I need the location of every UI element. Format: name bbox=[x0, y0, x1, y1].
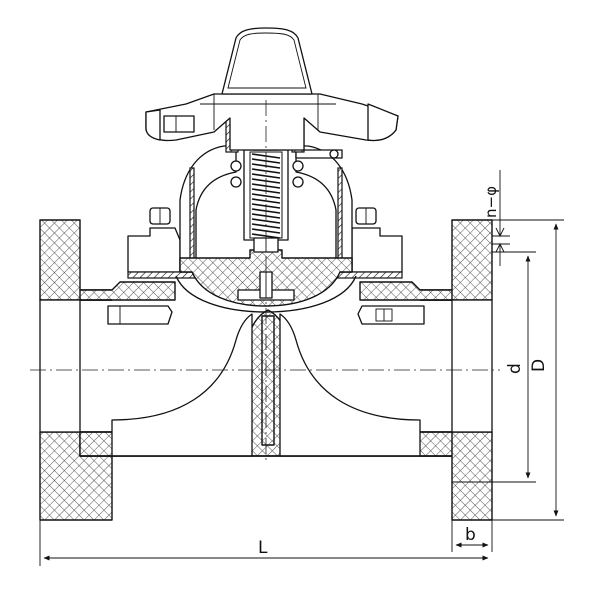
dim-D-label: D bbox=[529, 359, 549, 372]
dim-nphi-label: n−φ bbox=[482, 186, 500, 218]
dim-b-label: b bbox=[465, 525, 476, 545]
spring-coil bbox=[251, 193, 281, 199]
right-flange bbox=[419, 219, 493, 301]
left-bore bbox=[39, 299, 81, 433]
body-inner-right bbox=[279, 313, 421, 457]
dim-L-label: L bbox=[258, 538, 268, 558]
spring-coil bbox=[251, 198, 281, 204]
bonnet-dome bbox=[179, 145, 237, 273]
spring-coil bbox=[251, 168, 281, 174]
dimensions: D d n−φ b L bbox=[39, 170, 564, 566]
bearing bbox=[230, 160, 242, 172]
body-inner-left bbox=[111, 313, 253, 457]
lock-pin bbox=[295, 149, 343, 159]
body-top-wall-left bbox=[79, 281, 176, 301]
valve-body bbox=[39, 219, 493, 521]
handwheel-grip-left bbox=[145, 109, 161, 141]
left-nut-box bbox=[107, 305, 173, 325]
bonnet-flange-left bbox=[127, 227, 181, 273]
handwheel-grip-right bbox=[367, 103, 399, 142]
spring-coil bbox=[251, 173, 281, 179]
left-flange bbox=[39, 219, 113, 301]
handwheel-cap bbox=[221, 27, 313, 95]
right-bore bbox=[451, 299, 493, 433]
bonnet-bolts bbox=[107, 305, 425, 325]
center-lines bbox=[30, 100, 500, 462]
handwheel bbox=[145, 27, 399, 151]
bonnet-flange-right bbox=[351, 227, 403, 273]
weir bbox=[261, 315, 275, 446]
body-top-wall-right bbox=[359, 281, 453, 301]
right-nut-box bbox=[357, 305, 425, 325]
dim-d-label: d bbox=[505, 363, 525, 374]
spring-coil bbox=[251, 218, 281, 224]
